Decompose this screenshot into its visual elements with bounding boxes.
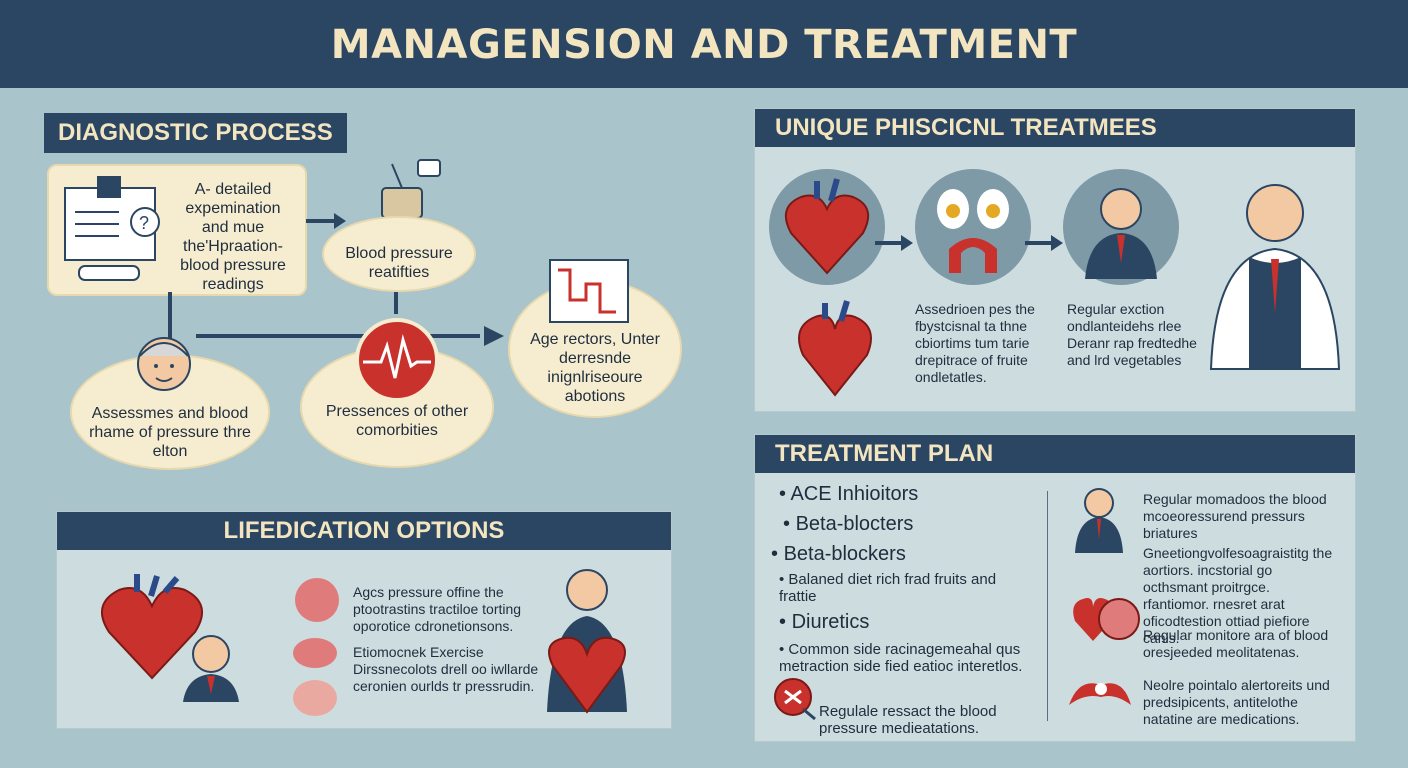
eggs-icon [937, 189, 1009, 273]
arrow-right-icon [484, 326, 504, 346]
heart-icon [798, 300, 872, 397]
doctor-figure-icon [1209, 184, 1341, 370]
arrow-right-icon [875, 235, 913, 251]
diagnostic-heading: DIAGNOSTIC PROCESS [44, 113, 347, 153]
plan-right-4: Neolre pointalo alertoreits und predsipi… [1143, 677, 1330, 727]
heart-pair-icon [1073, 598, 1140, 641]
bp-bubble: Blood pressure reatifties [322, 216, 476, 292]
lifedication-heading: LIFEDICATION OPTIONS [57, 512, 671, 550]
no-sign-icon [774, 678, 816, 721]
plan-bullet-text: Common side racinagemeahal qus metractio… [779, 641, 1023, 675]
exam-text: A- detailed expemination and mue the'Hpr… [180, 181, 286, 293]
plan-bullet-text: ACE Inhioitors [790, 483, 919, 505]
plan-heading: TREATMENT PLAN [755, 435, 1355, 473]
heart-circle-icon [295, 578, 339, 622]
plan-bullet: • Balaned diet rich frad fruits and frat… [779, 571, 997, 605]
heart-circle [769, 169, 885, 285]
unique-text1: Assedrioen pes the fbystcisnal ta thne c… [915, 301, 1035, 385]
heart-icon [784, 178, 870, 275]
plan-bullet: • Beta-blocters [783, 513, 914, 535]
lifed-item1: Agcs pressure offine the ptootrastins tr… [353, 584, 522, 634]
doctor-avatar-icon [1075, 488, 1123, 553]
page-title: MANAGENSION AND TREATMENT [330, 22, 1078, 68]
arrow-right-icon [306, 213, 346, 229]
lifedication-panel: LIFEDICATION OPTIONS Agcs pressure offin… [56, 511, 672, 729]
age-text: Age rectors, Unter derresnde inignlriseo… [530, 331, 660, 405]
plan-bullet: • ACE Inhioitors [779, 483, 919, 505]
clipboard-icon: ? [64, 176, 160, 281]
svg-text:?: ? [139, 213, 149, 233]
plan-bullet: Regulale ressact the blood pressure medi… [819, 703, 997, 737]
plan-bullet-text: Beta-blockers [783, 543, 906, 565]
plan-right-2: Gneetiongvolfesoagraistitg the aortiors.… [1143, 545, 1333, 646]
heart-icon [100, 574, 204, 680]
pressure-device-icon [381, 159, 441, 219]
bp-text: Blood pressure reatifties [345, 245, 453, 281]
plan-right-3: Regular monitore ara of blood oresjeeded… [1143, 627, 1329, 660]
divider [1047, 491, 1048, 721]
plan-bullet-text: Diuretics [791, 611, 870, 633]
doctor-avatar-icon [1085, 188, 1157, 279]
unique-text2: Regular exction ondlanteidehs rlee Deran… [1067, 301, 1197, 368]
assess-text: Assessmes and blood rhame of pressure th… [89, 405, 251, 460]
kidney-icon [1069, 683, 1131, 705]
flow-connectors [168, 292, 480, 342]
unique-heading: UNIQUE PHISCICNL TREATMEES [755, 109, 1355, 147]
plan-right-1: Regular momadoos the blood mcoeoressuren… [1143, 491, 1327, 541]
plan-bullet-text: Balaned diet rich frad fruits and fratti… [779, 571, 997, 605]
doctor-circle [1063, 169, 1179, 285]
doctor-avatar-icon [183, 635, 239, 702]
food-circle [915, 169, 1031, 285]
organ-icon [293, 638, 337, 668]
heartbeat-icon [355, 318, 439, 402]
chart-icon [549, 259, 629, 323]
plan-bullet: • Common side racinagemeahal qus metract… [779, 641, 1023, 675]
organ-icon [293, 680, 337, 716]
plan-panel: TREATMENT PLAN • ACE Inhioitors • Beta-b… [754, 434, 1356, 742]
presence-text: Pressences of other comorbities [325, 403, 469, 439]
arrow-right-icon [1025, 235, 1063, 251]
doctor-face-icon [137, 337, 191, 391]
plan-bullet-text: Beta-blocters [795, 513, 914, 535]
plan-bullet: • Beta-blockers [771, 543, 906, 565]
doctor-holding-heart-icon [547, 569, 627, 714]
lifed-item2: Etiomocnek Exercise Dirssnecolots drell … [353, 644, 539, 694]
unique-panel: UNIQUE PHISCICNL TREATMEES [754, 108, 1356, 412]
plan-bullet: • Diuretics [779, 611, 870, 633]
title-banner: MANAGENSION AND TREATMENT [0, 0, 1408, 88]
exam-card: ? A- detailed expemination and mue the'H… [47, 164, 307, 296]
